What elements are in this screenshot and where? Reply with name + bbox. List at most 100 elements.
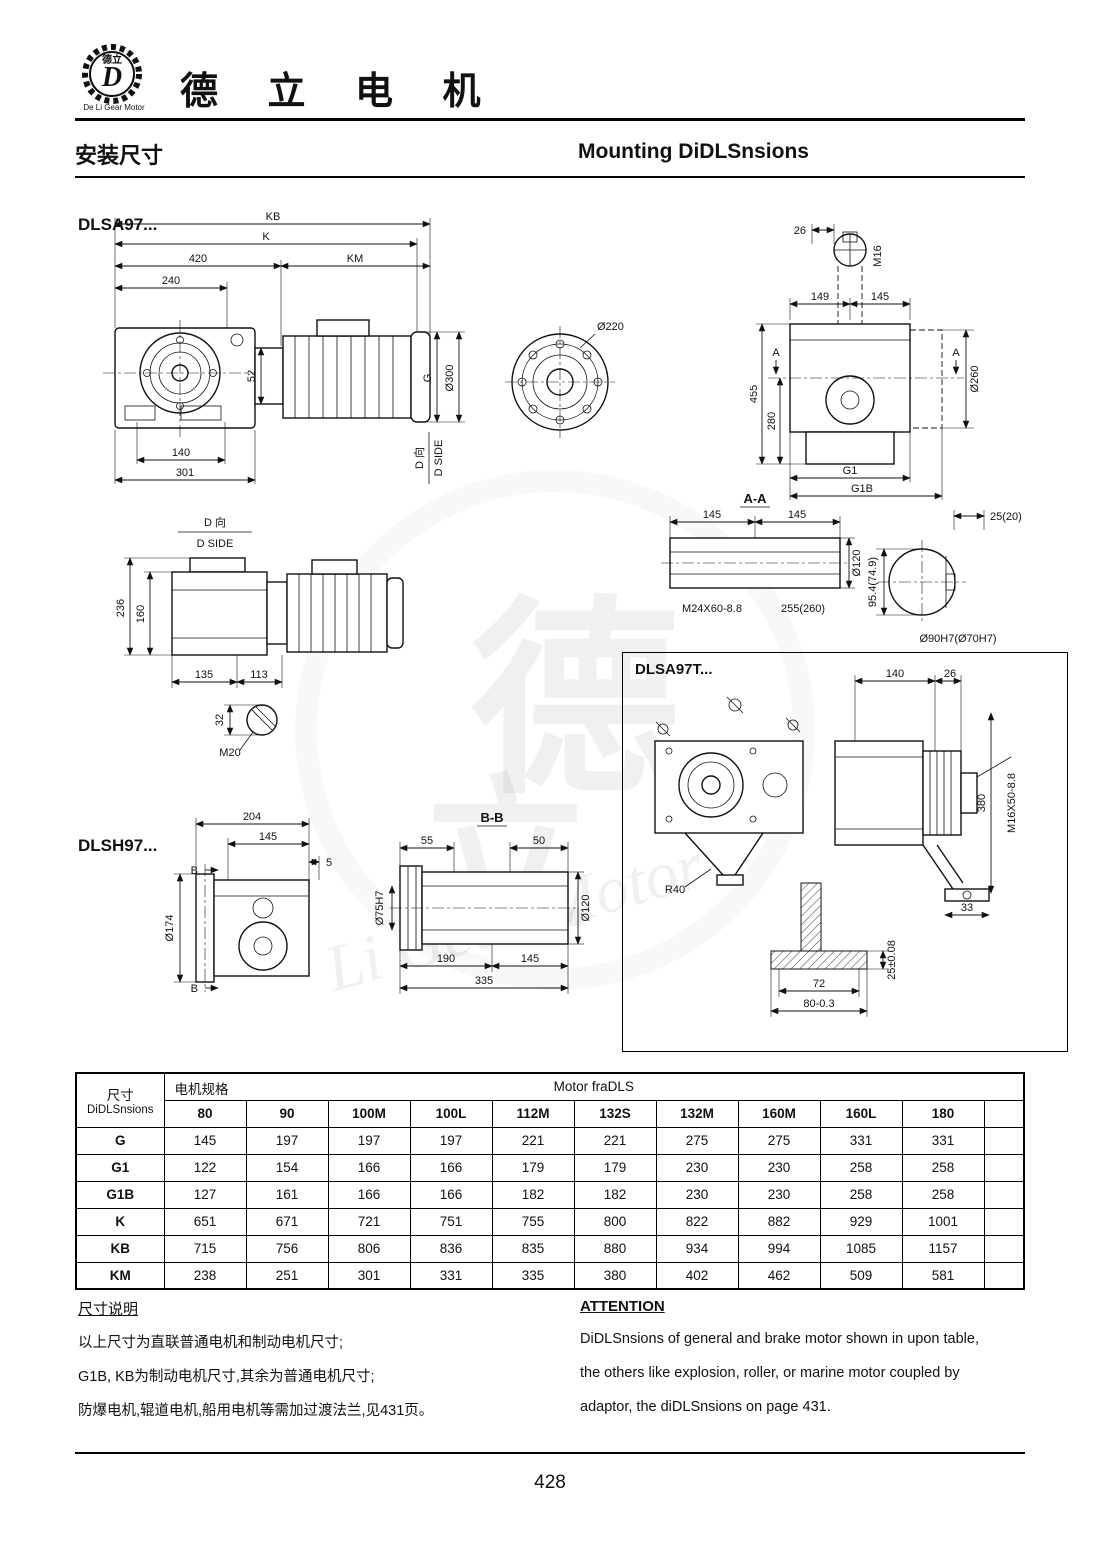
page-number: 428 (534, 1472, 566, 1493)
dim-value: 380 (573, 1261, 657, 1290)
dim-label: 149 (811, 291, 829, 303)
footer-divider (75, 1452, 1025, 1454)
dim-label: M16 (872, 245, 884, 266)
dlsh97-view-drawing: 204 145 5 Ø174 B B (164, 811, 332, 995)
dim-label: Ø120 (580, 895, 592, 922)
dlsa97t-drawing: R40 140 26 380 M16X50-8.8 (654, 668, 1018, 1017)
dim-value: 822 (655, 1207, 739, 1236)
dim-label: G1B (851, 483, 873, 495)
dim-value: 221 (573, 1126, 657, 1155)
dim-row-label: KM (75, 1261, 165, 1290)
gearbox-outline (171, 571, 268, 656)
dim-label: 26 (944, 668, 956, 680)
dim-label: 145 (259, 831, 277, 843)
dim-value: 331 (819, 1126, 903, 1155)
dim-label: 140 (886, 668, 904, 680)
note-line: 防爆电机,辊道电机,船用电机等需加过渡法兰,见431页。 (78, 1403, 434, 1419)
dim-value: 161 (245, 1180, 329, 1209)
dim-value: 756 (245, 1234, 329, 1263)
frame-header-100M: 100M (327, 1099, 411, 1128)
dim-value: 166 (409, 1153, 493, 1182)
dim-label: 50 (533, 835, 545, 847)
shaft-end-drawing: 25(20) 95.4(74.9) Ø90H7(Ø70H7) (867, 510, 1022, 645)
section-title: B-B (480, 810, 503, 825)
dim-value: 581 (901, 1261, 985, 1290)
dim-value: 275 (737, 1126, 821, 1155)
dim-value: 197 (245, 1126, 329, 1155)
dim-label: 52 (246, 370, 258, 382)
dim-value: 127 (163, 1180, 247, 1209)
dim-label: 135 (195, 669, 213, 681)
dside-view-drawing: D 向 D SIDE 236 160 135 113 (115, 515, 404, 759)
dim-label: 236 (115, 599, 127, 617)
dim-label: 455 (750, 385, 760, 403)
dim-label: 240 (162, 275, 180, 287)
dim-label: 26 (794, 225, 806, 237)
dim-value: 836 (409, 1234, 493, 1263)
dim-label: 145 (871, 291, 889, 303)
dlsa97-front-view-drawing: 26 M16 149 145 A A 455 280 Ø260 (750, 224, 981, 500)
dim-value: 715 (163, 1234, 247, 1263)
logo-d-letter: D (101, 62, 122, 93)
figure-label-dlsh97: DLSH97... (78, 836, 158, 855)
dim-value: 806 (327, 1234, 411, 1263)
dim-label: R40 (665, 884, 685, 896)
note-line: adaptor, the diDLSnsions on page 431. (580, 1399, 831, 1415)
dim-value: 230 (655, 1180, 739, 1209)
dim-value: 275 (655, 1126, 739, 1155)
dim-value: 880 (573, 1234, 657, 1263)
section-label: A (952, 347, 960, 359)
dim-value: 122 (163, 1153, 247, 1182)
attention-section: ATTENTION DiDLSnsions of general and bra… (580, 1298, 1040, 1433)
dim-value: 251 (245, 1261, 329, 1290)
dim-row-label: KB (75, 1234, 165, 1263)
dim-value: 258 (819, 1180, 903, 1209)
motor-adapter-outline (254, 347, 284, 405)
dim-label: 32 (214, 714, 226, 726)
dim-label: G (422, 374, 434, 383)
dim-label: M24X60-8.8 (682, 603, 742, 615)
attention-lines: DiDLSnsions of general and brake motor s… (580, 1331, 1040, 1416)
dim-label: 160 (135, 605, 147, 623)
motor-outline (922, 750, 962, 836)
dim-label: 280 (766, 412, 778, 430)
dim-value: 1085 (819, 1234, 903, 1263)
dim-label: 80-0.3 (803, 998, 834, 1010)
dim-value: 154 (245, 1153, 329, 1182)
dim-value: 301 (327, 1261, 411, 1290)
dim-value: 258 (901, 1180, 985, 1209)
empty-cell (983, 1261, 1025, 1290)
dim-label: KM (347, 253, 364, 265)
dim-value: 994 (737, 1234, 821, 1263)
dim-value: 751 (409, 1207, 493, 1236)
dim-label: 5 (326, 857, 332, 869)
dim-value: 166 (327, 1180, 411, 1209)
dim-value: 835 (491, 1234, 575, 1263)
frame-header-80: 80 (163, 1099, 247, 1128)
dim-value: 1157 (901, 1234, 985, 1263)
dim-value: 197 (409, 1126, 493, 1155)
figure-label-dlsa97t: DLSA97T... (635, 661, 713, 678)
motor-outline (282, 335, 412, 419)
empty-cell (983, 1153, 1025, 1182)
dim-value: 238 (163, 1261, 247, 1290)
dim-value: 651 (163, 1207, 247, 1236)
dim-value: 755 (491, 1207, 575, 1236)
dim-label: Ø174 (164, 915, 176, 942)
dim-value: 230 (737, 1153, 821, 1182)
dim-value: 166 (409, 1180, 493, 1209)
notes-lines: 以上尺寸为直联普通电机和制动电机尺寸;G1B, KB为制动电机尺寸,其余为普通电… (78, 1335, 548, 1420)
section-label: A (772, 347, 780, 359)
dim-label: 55 (421, 835, 433, 847)
dim-label: 140 (172, 447, 190, 459)
dim-label: 25(20) (990, 511, 1022, 523)
dim-label: KB (266, 211, 281, 223)
dim-value: 166 (327, 1153, 411, 1182)
dim-value: 179 (491, 1153, 575, 1182)
note-line: the others like explosion, roller, or ma… (580, 1365, 960, 1381)
